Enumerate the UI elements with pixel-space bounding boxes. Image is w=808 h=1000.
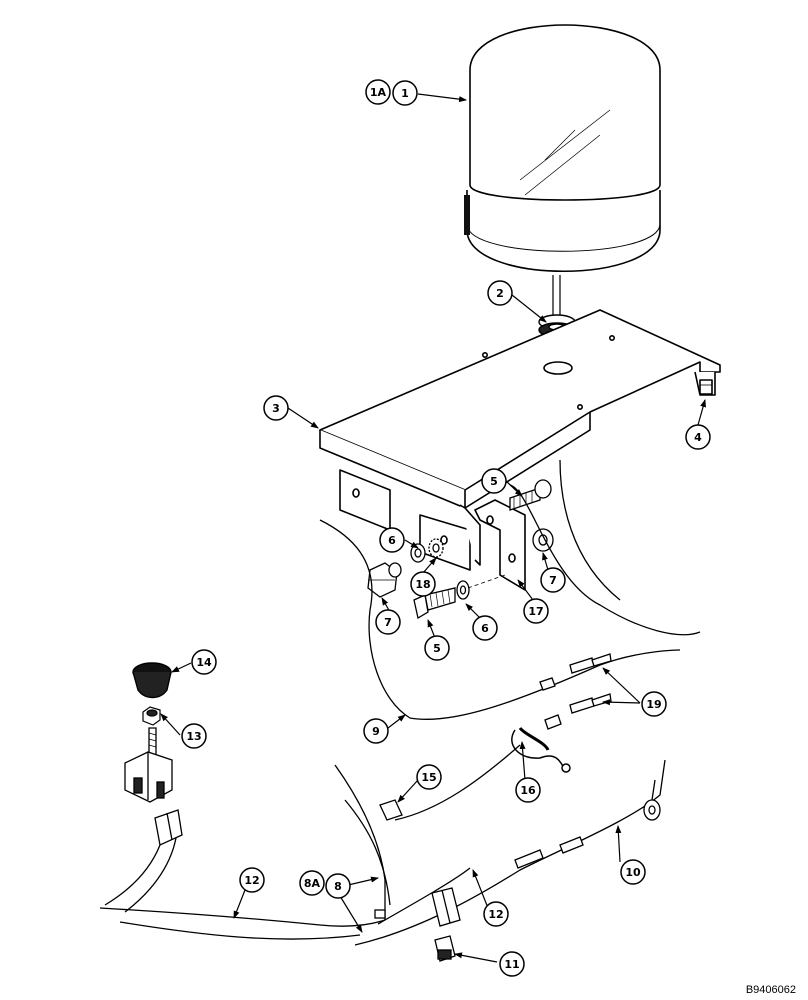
- callout-15: 15: [416, 764, 442, 790]
- callout-17: 17: [523, 598, 549, 624]
- svg-text:2: 2: [496, 287, 504, 300]
- lower-harness: [99, 744, 666, 962]
- callout-6-upper: 6: [379, 527, 405, 553]
- callout-2: 2: [487, 280, 513, 306]
- callout-12-right: 12: [483, 901, 509, 927]
- callout-9: 9: [363, 718, 389, 744]
- svg-text:16: 16: [520, 784, 536, 797]
- switch-connector: [104, 809, 183, 913]
- lock-washer: [428, 538, 444, 558]
- svg-text:3: 3: [272, 402, 280, 415]
- svg-text:12: 12: [488, 908, 503, 921]
- callout-16: 16: [515, 777, 541, 803]
- svg-text:4: 4: [694, 431, 702, 444]
- switch-knob: [132, 662, 172, 699]
- nut-left: [367, 562, 402, 598]
- callout-7-right: 7: [540, 567, 566, 593]
- callout-6-lower: 6: [472, 615, 498, 641]
- document-code: B9406062: [745, 984, 796, 996]
- callout-14: 14: [191, 649, 217, 675]
- callout-18: 18: [410, 571, 436, 597]
- svg-text:8A: 8A: [304, 877, 321, 890]
- svg-text:17: 17: [528, 605, 543, 618]
- callout-8: 8: [325, 873, 351, 899]
- svg-text:8: 8: [334, 880, 342, 893]
- svg-text:7: 7: [384, 616, 392, 629]
- svg-text:1: 1: [401, 87, 409, 100]
- cable-clamp: [511, 726, 571, 773]
- bolt-lower: [413, 587, 456, 620]
- svg-text:11: 11: [504, 958, 519, 971]
- callout-12-left: 12: [239, 867, 265, 893]
- svg-text:7: 7: [549, 574, 557, 587]
- mounting-bracket: [319, 309, 721, 591]
- svg-text:9: 9: [372, 725, 380, 738]
- leader-lines: [160, 93, 707, 963]
- callout-5-upper: 5: [481, 468, 507, 494]
- callout-5-lower: 5: [424, 635, 450, 661]
- svg-text:15: 15: [421, 771, 436, 784]
- callout-11: 11: [499, 951, 525, 977]
- wiring-harness: [319, 459, 701, 730]
- callout-19: 19: [641, 691, 667, 717]
- svg-text:6: 6: [388, 534, 396, 547]
- bolt-upper: [509, 479, 552, 511]
- toggle-switch: [124, 727, 173, 803]
- callout-13: 13: [181, 723, 207, 749]
- beacon-lamp: [464, 24, 661, 273]
- svg-text:5: 5: [490, 475, 498, 488]
- svg-text:5: 5: [433, 642, 441, 655]
- svg-text:6: 6: [481, 622, 489, 635]
- callouts: 1A 1 2 3 4 5 5 6: [181, 79, 711, 977]
- svg-text:14: 14: [196, 656, 212, 669]
- switch-nut: [142, 706, 161, 726]
- washer-flat-upper: [410, 543, 426, 563]
- callout-4: 4: [685, 424, 711, 450]
- callout-3: 3: [263, 395, 289, 421]
- callout-8a: 8A: [299, 870, 325, 896]
- callout-7-left: 7: [375, 609, 401, 635]
- svg-text:19: 19: [646, 698, 661, 711]
- svg-text:10: 10: [625, 866, 641, 879]
- callout-1: 1: [392, 80, 418, 106]
- svg-text:1A: 1A: [370, 86, 387, 99]
- callout-10: 10: [620, 859, 646, 885]
- svg-text:12: 12: [244, 874, 259, 887]
- callout-1a: 1A: [365, 79, 391, 105]
- svg-text:13: 13: [186, 730, 201, 743]
- washer-flat-lower: [456, 580, 470, 600]
- svg-text:18: 18: [415, 578, 430, 591]
